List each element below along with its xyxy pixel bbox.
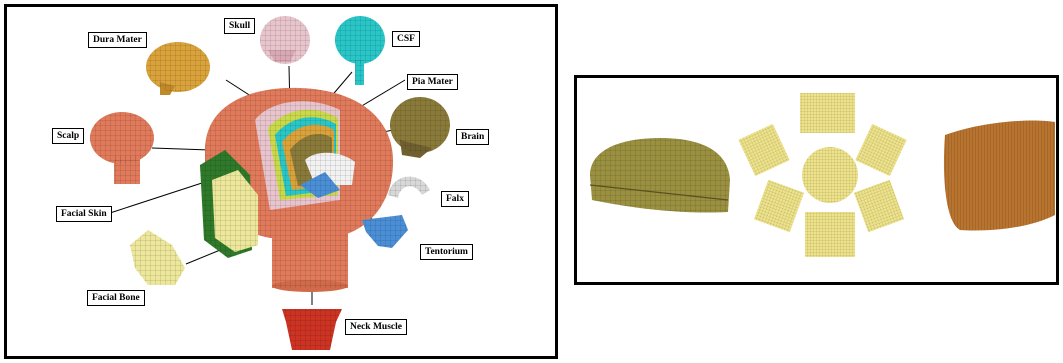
dura-mater-model (146, 42, 210, 95)
label-neck-muscle: Neck Muscle (345, 319, 407, 335)
tentorium-model (362, 215, 408, 248)
csf-model (335, 16, 385, 85)
helmet-pads-model (738, 93, 906, 257)
neck-muscle-model (282, 309, 342, 350)
label-facial-skin: Facial Skin (56, 206, 112, 222)
main-head-model (200, 88, 393, 292)
label-csf: CSF (392, 31, 420, 47)
label-skull: Skull (224, 18, 255, 34)
skull-model (260, 16, 310, 64)
label-brain: Brain (456, 129, 489, 145)
facial-bone-model (130, 230, 185, 285)
helmet-strap-model (944, 121, 1055, 231)
label-falx: Falx (441, 191, 469, 207)
label-facial-bone: Facial Bone (87, 290, 145, 306)
label-dura-mater: Dura Mater (88, 32, 147, 48)
label-scalp: Scalp (52, 128, 84, 144)
falx-model (388, 177, 430, 198)
scalp-model (90, 112, 154, 184)
helmet-shell-model (590, 138, 730, 213)
brain-model (390, 97, 450, 158)
label-tentorium: Tentorium (420, 244, 473, 260)
label-pia-mater: Pia Mater (407, 74, 458, 90)
